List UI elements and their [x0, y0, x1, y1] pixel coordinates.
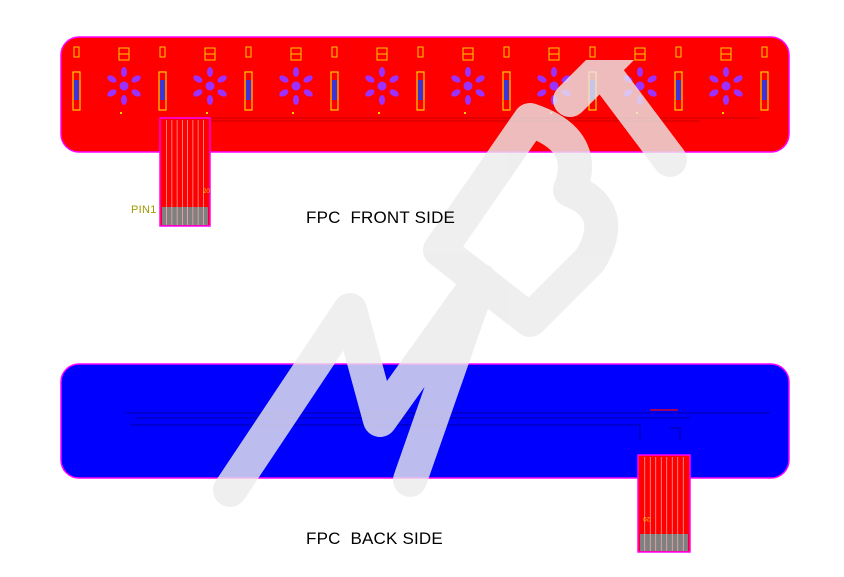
front-flex-tail: 20: [159, 117, 211, 227]
led-footprint: [72, 46, 141, 114]
front-side-caption: FPC FRONT SIDE: [306, 208, 456, 227]
led-footprint: [158, 46, 227, 114]
back-side-caption: FPC BACK SIDE: [306, 529, 443, 548]
front-side-board: 20: [60, 36, 790, 227]
front-contact-fingers: [162, 207, 208, 225]
led-footprint: [330, 46, 399, 114]
front-pin20-label: 20: [203, 189, 210, 195]
back-pin20-label: 20: [643, 515, 650, 521]
back-flex-tail: 20: [637, 454, 691, 553]
back-contact-fingers: [640, 534, 688, 551]
back-tail-traces: [644, 457, 684, 534]
front-tail-traces: [166, 120, 204, 207]
back-side-board: 20: [60, 363, 790, 553]
pin1-label: PIN1: [131, 204, 157, 216]
led-footprint: [244, 46, 313, 114]
